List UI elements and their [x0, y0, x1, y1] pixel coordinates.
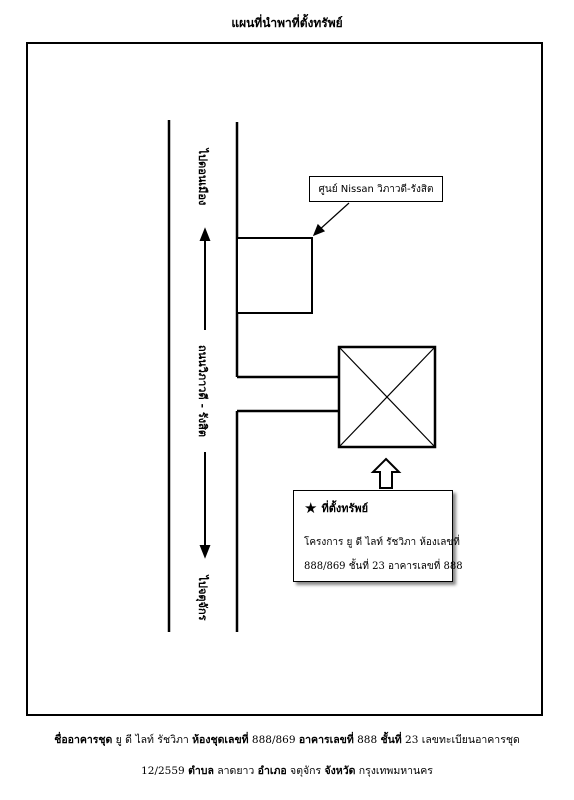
- road-top-label: ไปดอนเมือง: [196, 148, 209, 206]
- property-building: [337, 345, 437, 449]
- map-frame: [26, 42, 543, 716]
- property-info-box: ★ ที่ตั้งทรัพย์ โครงการ ยู ดี ไลท์ รัชวิ…: [293, 490, 463, 582]
- star-icon: ★: [304, 498, 318, 517]
- footer-line-2: 12/2559 ตำบล ลาดยาว อำเภอ จตุจักร จังหวั…: [141, 765, 433, 777]
- page-title: แผนที่นำพาที่ตั้งทรัพย์: [231, 16, 343, 30]
- footer-line-1: ชื่ออาคารชุด ยู ดี ไลท์ รัชวิภา ห้องชุดเ…: [54, 734, 520, 746]
- arrow-south: [199, 452, 211, 559]
- arrow-north: [199, 227, 211, 330]
- nissan-building: [236, 237, 313, 314]
- landmark-callout: ศูนย์ Nissan วิภาวดี-รังสิต: [309, 176, 443, 202]
- up-arrow-icon: [370, 457, 402, 489]
- road-name-label: ถนนวิภาวดี - รังสิต: [196, 345, 209, 437]
- callout-pointer: [312, 202, 350, 237]
- property-line-1: โครงการ ยู ดี ไลท์ รัชวิภา ห้องเลขที่: [304, 537, 460, 548]
- property-line-2: 888/869 ชั้นที่ 23 อาคารเลขที่ 888: [304, 561, 463, 572]
- road-bottom-label: ไปจตุจักร: [196, 575, 209, 621]
- property-heading: ที่ตั้งทรัพย์: [321, 502, 369, 515]
